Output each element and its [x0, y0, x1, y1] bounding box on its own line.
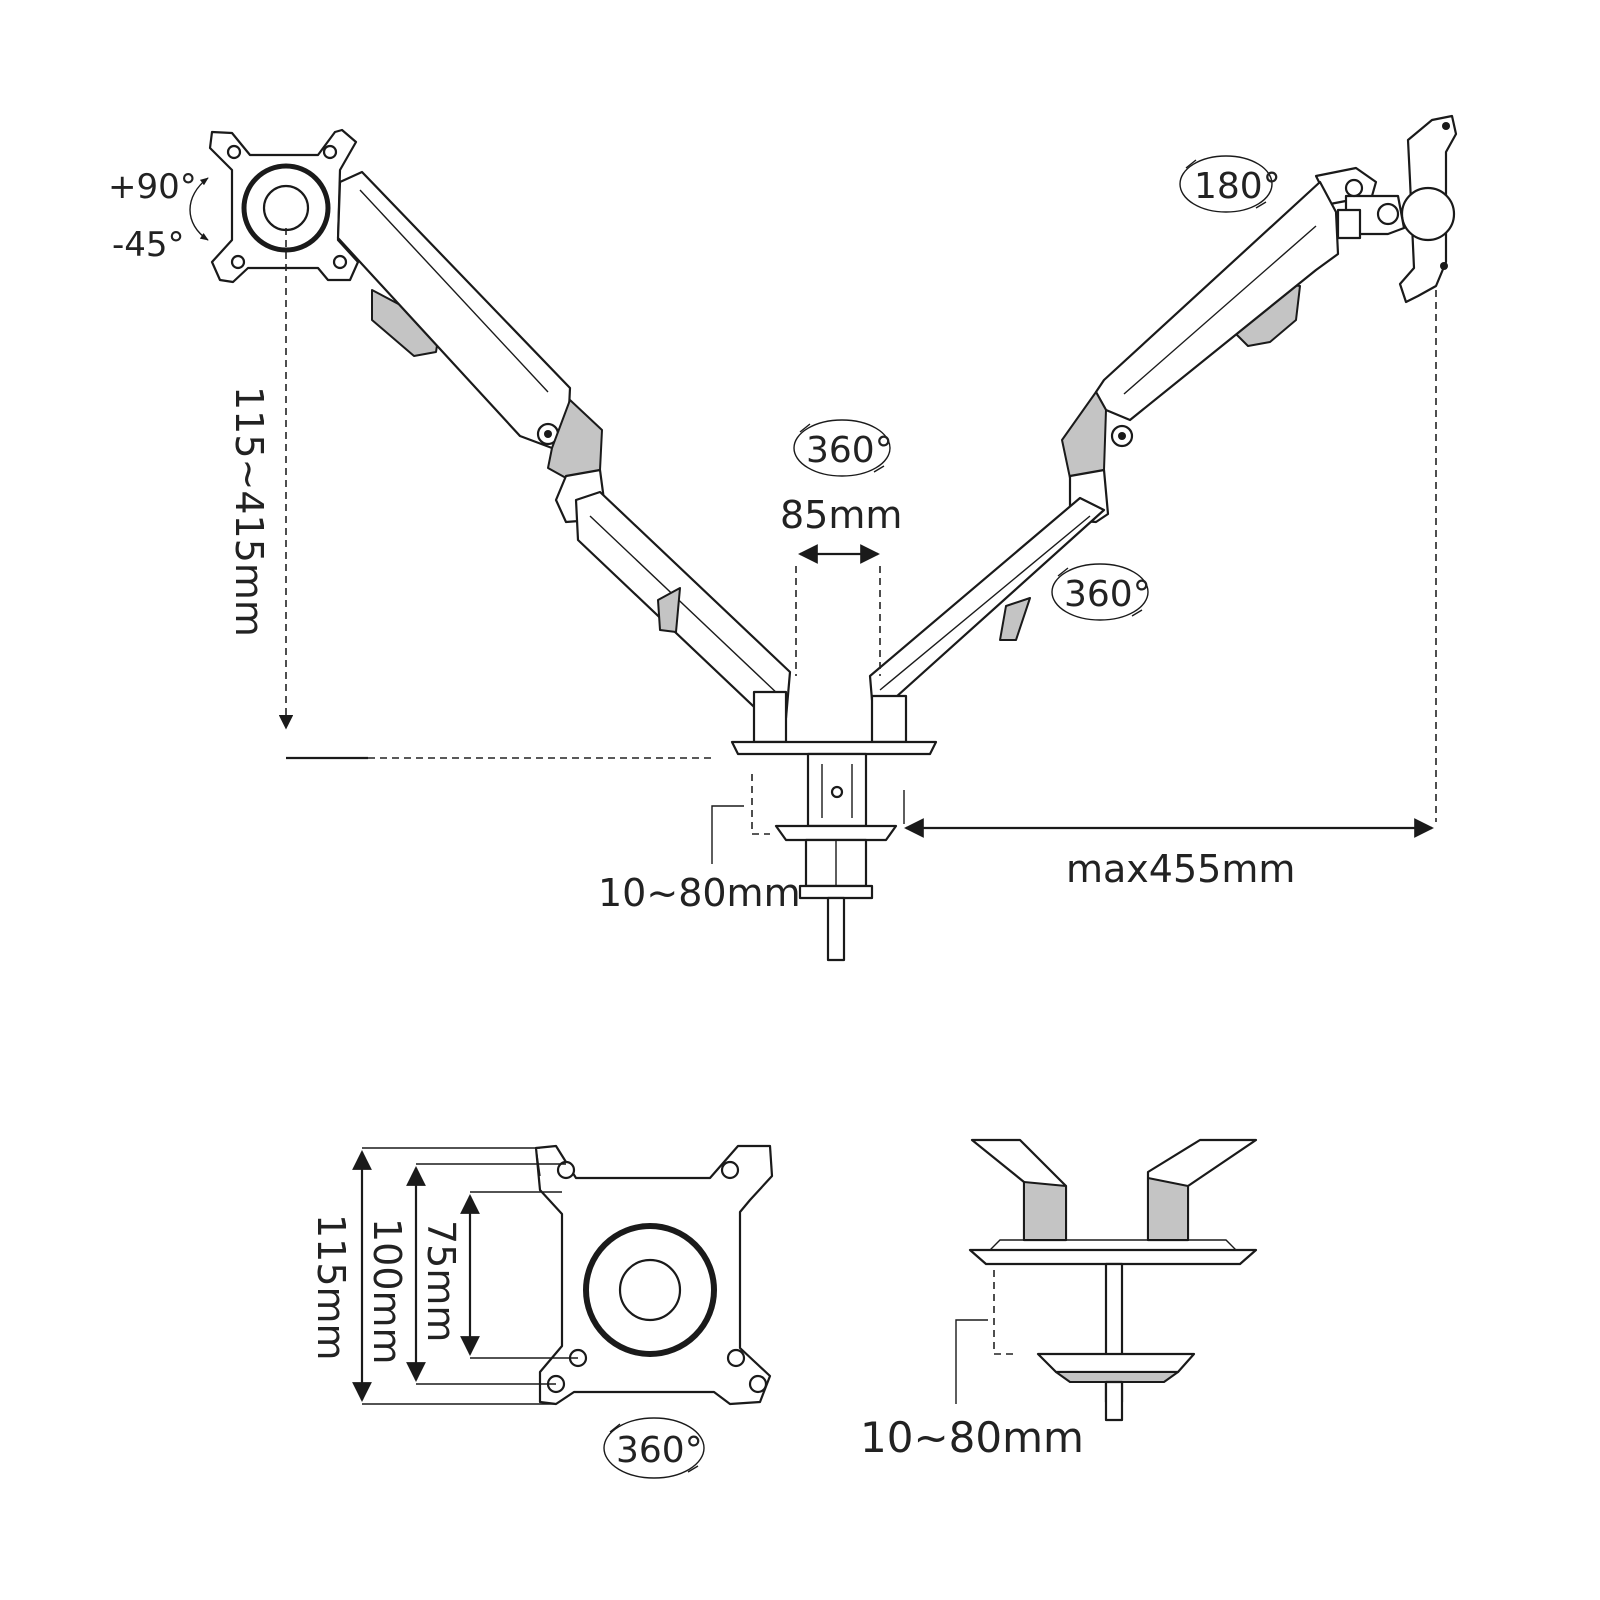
left-upper-arm	[336, 170, 572, 450]
swivel-180-icon	[1179, 155, 1273, 213]
desk-thickness-leader	[711, 805, 744, 864]
base-clamp	[730, 740, 938, 962]
right-lower-arm	[868, 391, 1110, 744]
vesa-plate-detail	[534, 1144, 774, 1406]
clamp-detail	[968, 1138, 1258, 1422]
right-upper-arm	[1094, 180, 1340, 448]
pole-gap-label: 85mm	[780, 493, 902, 537]
tilt-arrow-icon	[189, 177, 209, 241]
left-vesa-plate	[208, 128, 360, 284]
clamp-desk-leader	[955, 1319, 988, 1404]
vesa-115-label: 115mm	[309, 1214, 353, 1361]
vesa-75-label: 75mm	[419, 1220, 463, 1342]
max-reach-label: max455mm	[1066, 847, 1295, 891]
swivel-360-arm-label: 360°	[1064, 574, 1151, 615]
clamp-desk-thickness-label: 10~80mm	[860, 1413, 1084, 1462]
desk-thickness-guide	[751, 774, 770, 835]
vesa-rotation-label: 360°	[616, 1430, 703, 1471]
clamp-desk-guide	[993, 1270, 1018, 1355]
dual-arm-drawing: +90° -45° 115~415mm 180° 360° 360° 85mm	[108, 114, 1458, 962]
desk-thickness-label: 10~80mm	[598, 871, 801, 915]
vesa-100-label: 100mm	[365, 1218, 409, 1365]
pole-gap-guides	[795, 566, 881, 676]
swivel-360-arm-icon	[1051, 563, 1149, 621]
swivel-360-center-icon	[793, 419, 891, 477]
swivel-360-center-label: 360°	[806, 430, 893, 471]
height-range-label: 115~415mm	[227, 386, 271, 637]
vesa-rotation-icon	[603, 1417, 705, 1479]
swivel-180-label: 180°	[1194, 166, 1281, 207]
right-vesa-plate	[1398, 114, 1458, 304]
vesa-dimensions	[352, 1147, 578, 1405]
left-lower-arm	[547, 399, 792, 744]
tilt-up-label: +90°	[108, 167, 197, 207]
tilt-down-label: -45°	[112, 225, 185, 265]
right-tilt-head	[1314, 166, 1406, 240]
